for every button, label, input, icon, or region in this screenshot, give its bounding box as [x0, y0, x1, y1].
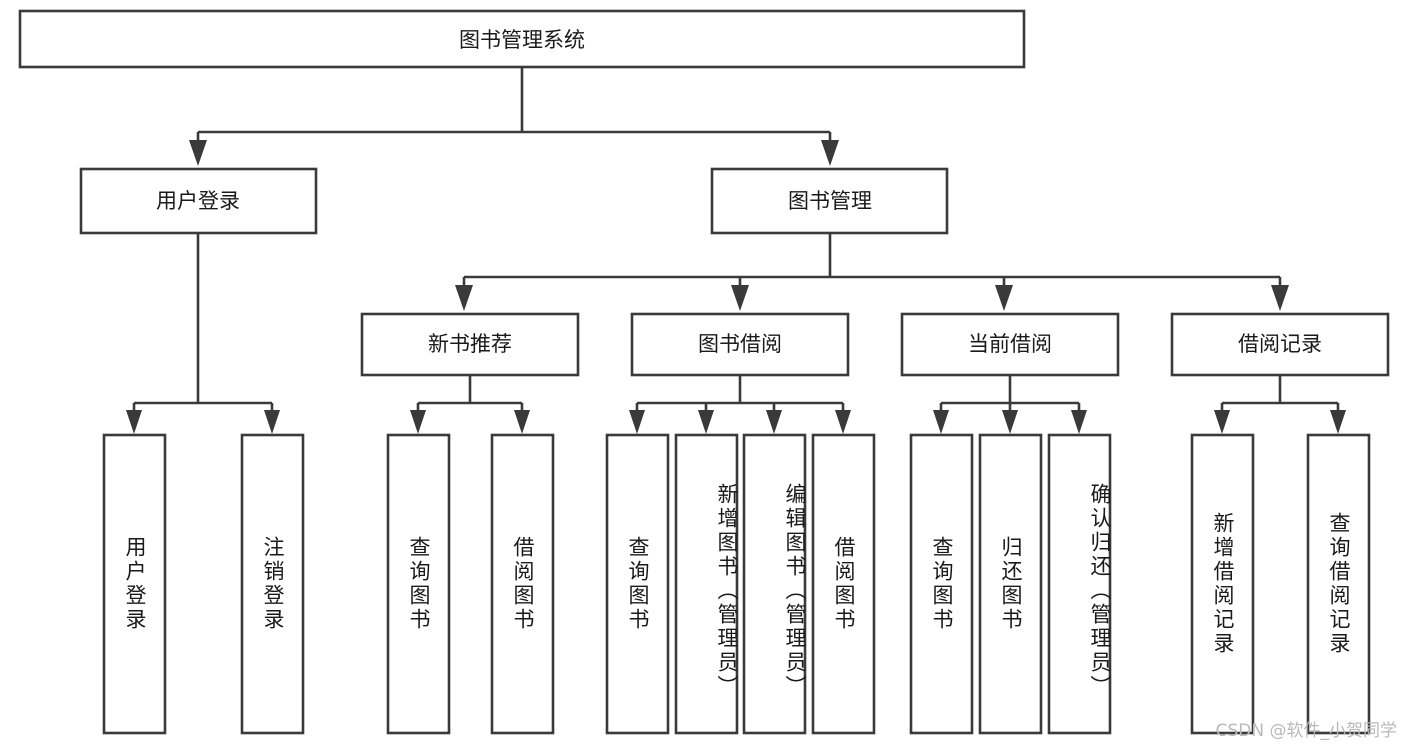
node-book-manage[interactable]: 图书管理 — [710, 167, 949, 235]
arrow-head-leaf-current-borrow-2 — [1071, 410, 1087, 434]
node-user-login[interactable]: 用户登录 — [79, 167, 318, 235]
csdn-watermark: CSDN @软件_小贺同学 — [1215, 721, 1397, 741]
leaf-box-current-borrow-2[interactable] — [1047, 433, 1112, 735]
node-borrow-record-label: 借阅记录 — [1238, 332, 1322, 356]
arrow-head-to-borrow-record — [1271, 285, 1289, 311]
arrow-head-to-book-borrow — [731, 285, 749, 311]
arrow-head-leaf-borrow-record-1 — [1330, 410, 1346, 434]
arrow-head-leaf-current-borrow-1 — [1002, 410, 1018, 434]
node-book-manage-label: 图书管理 — [788, 189, 872, 213]
arrow-head-leaf-borrow-record-0 — [1214, 410, 1230, 434]
arrow-head-to-new-book — [455, 285, 473, 311]
arrow-head-leaf-new-book-0 — [410, 410, 426, 434]
node-book-borrow[interactable]: 图书借阅 — [630, 312, 850, 377]
node-current-borrow-label: 当前借阅 — [968, 332, 1052, 356]
node-user-login-label: 用户登录 — [156, 189, 240, 213]
node-root[interactable]: 图书管理系统 — [18, 9, 1026, 69]
arrow-head-leaf-book-borrow-1 — [698, 410, 714, 434]
arrow-head-to-current-borrow — [995, 285, 1013, 311]
node-root-box[interactable] — [18, 9, 1026, 69]
node-new-book-recommend-box[interactable] — [360, 312, 580, 377]
leaf-box-borrow-record-0[interactable] — [1190, 433, 1255, 735]
arrow-head-leaf-current-borrow-0 — [933, 410, 949, 434]
node-borrow-record-box[interactable] — [1170, 312, 1390, 377]
arrow-head-leaf-book-borrow-2 — [766, 410, 782, 434]
arrow-head-leaf-new-book-1 — [514, 410, 530, 434]
leaf-box-user-login-1[interactable] — [240, 433, 305, 735]
arrow-head-leaf-user-login-0 — [126, 410, 142, 434]
leaf-box-book-borrow-2[interactable] — [742, 433, 807, 735]
leaf-box-book-borrow-0[interactable] — [605, 433, 670, 735]
arrow-head-leaf-user-login-1 — [264, 410, 280, 434]
leaf-box-book-borrow-3[interactable] — [811, 433, 876, 735]
leaf-box-current-borrow-0[interactable] — [909, 433, 974, 735]
arrow-head-to-book-manage — [821, 140, 839, 166]
leaf-box-new-book-1[interactable] — [490, 433, 555, 735]
node-borrow-record[interactable]: 借阅记录 — [1170, 312, 1390, 377]
leaf-box-new-book-0[interactable] — [386, 433, 451, 735]
leaf-box-user-login-0[interactable] — [102, 433, 167, 735]
node-book-borrow-box[interactable] — [630, 312, 850, 377]
node-new-book-recommend[interactable]: 新书推荐 — [360, 312, 580, 377]
node-new-book-recommend-label: 新书推荐 — [428, 332, 512, 356]
leaf-box-book-borrow-1[interactable] — [674, 433, 739, 735]
leaf-box-current-borrow-1[interactable] — [978, 433, 1043, 735]
arrow-head-to-user-login — [189, 140, 207, 166]
node-book-manage-box[interactable] — [710, 167, 949, 235]
node-book-borrow-label: 图书借阅 — [698, 332, 782, 356]
arrow-head-leaf-book-borrow-3 — [835, 410, 851, 434]
leaf-box-borrow-record-1[interactable] — [1306, 433, 1371, 735]
arrow-head-leaf-book-borrow-0 — [629, 410, 645, 434]
node-root-label: 图书管理系统 — [459, 28, 585, 52]
node-current-borrow[interactable]: 当前借阅 — [900, 312, 1120, 377]
node-current-borrow-box[interactable] — [900, 312, 1120, 377]
